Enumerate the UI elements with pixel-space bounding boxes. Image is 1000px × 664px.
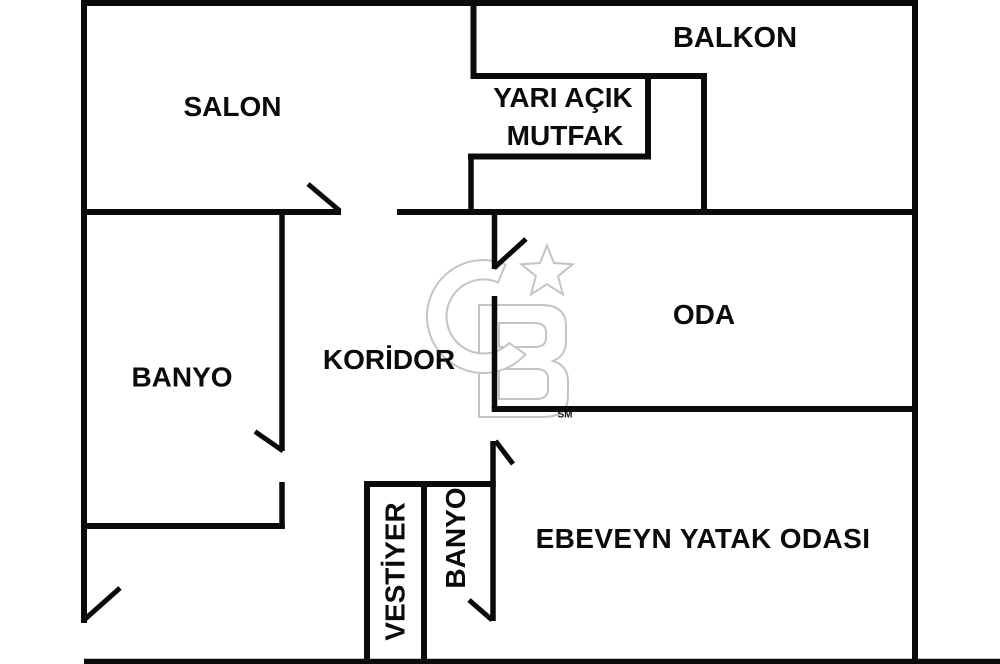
- svg-text:BANYO: BANYO: [131, 362, 232, 393]
- svg-text:KORİDOR: KORİDOR: [323, 344, 455, 375]
- svg-text:SALON: SALON: [184, 91, 282, 122]
- svg-text:YARI AÇIK: YARI AÇIK: [493, 82, 633, 113]
- svg-text:SM: SM: [558, 410, 573, 421]
- svg-text:MUTFAK: MUTFAK: [507, 120, 624, 151]
- svg-text:EBEVEYN YATAK ODASI: EBEVEYN YATAK ODASI: [536, 523, 871, 554]
- svg-text:BALKON: BALKON: [673, 22, 797, 54]
- svg-text:ODA: ODA: [673, 299, 735, 330]
- svg-text:VESTİYER: VESTİYER: [380, 502, 411, 640]
- svg-text:BANYO: BANYO: [440, 487, 471, 588]
